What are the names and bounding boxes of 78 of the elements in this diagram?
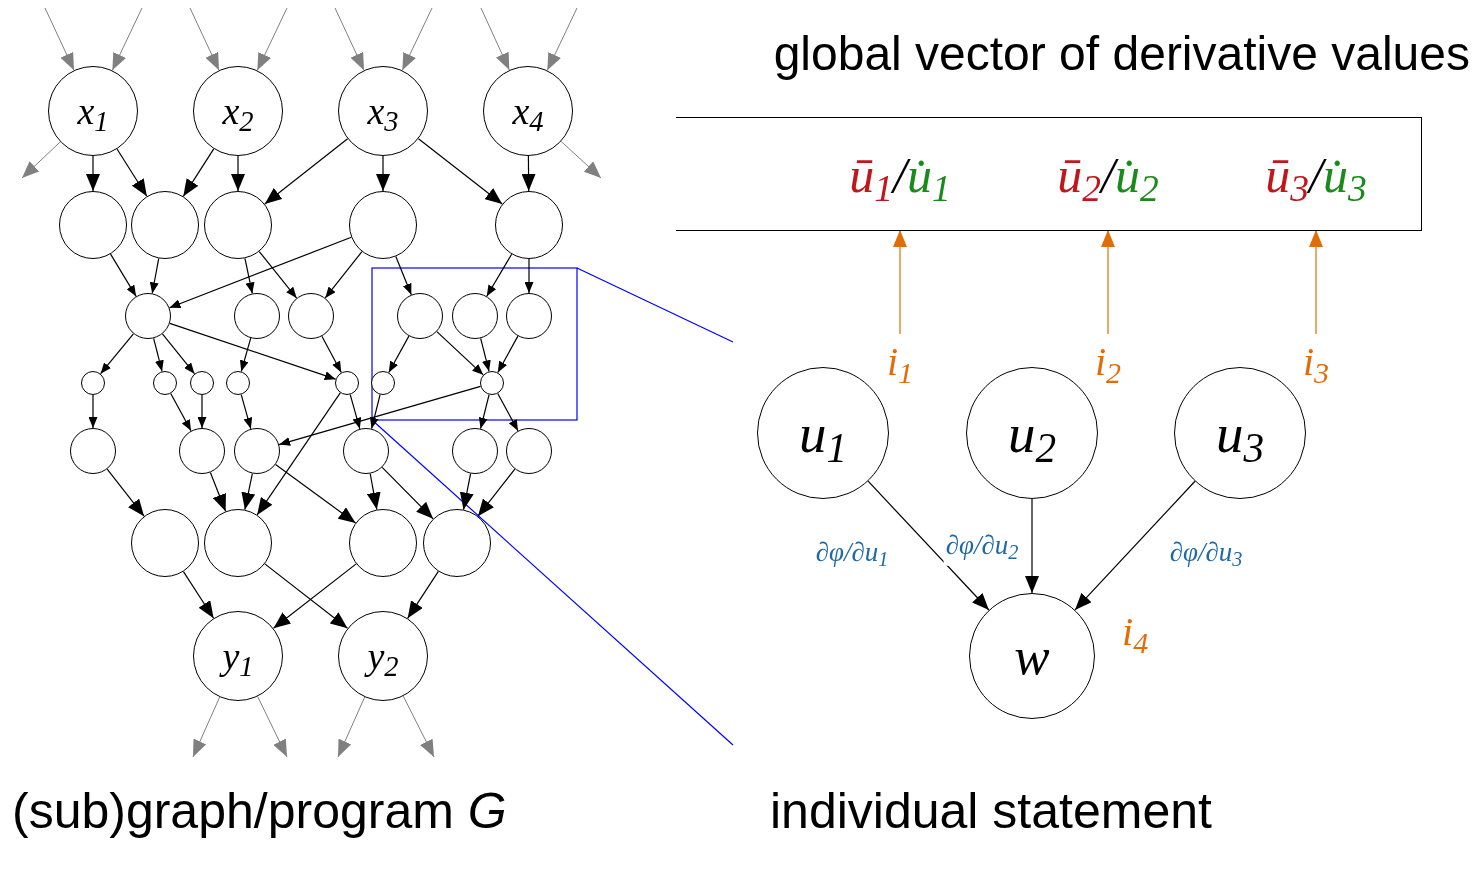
- arrow: [106, 468, 145, 517]
- arrow: [240, 472, 255, 511]
- variable-node: u$_{3}$: [1174, 367, 1306, 499]
- arrow: [272, 563, 357, 629]
- arrow: [436, 331, 484, 376]
- arrow: [381, 466, 434, 520]
- arrow: [244, 257, 255, 295]
- arrow: [240, 393, 253, 430]
- caption: individual statement: [770, 786, 1212, 836]
- arrow: [401, 7, 433, 71]
- arrow: [153, 337, 165, 372]
- arrow: [258, 250, 298, 299]
- arrow: [149, 257, 160, 294]
- arrow: [161, 333, 196, 375]
- vector-entry: ū$_{2}$/u̇$_{2}$: [1013, 119, 1203, 231]
- vector-entry: ū$_{3}$/u̇$_{3}$: [1221, 119, 1411, 231]
- arrow: [111, 7, 143, 71]
- arrow: [189, 7, 220, 71]
- vector-entry: ū$_{1}$/u̇$_{1}$: [805, 119, 995, 231]
- arrow: [349, 393, 362, 430]
- arrow: [239, 337, 252, 373]
- arrow: [257, 696, 288, 758]
- arrow: [367, 473, 382, 511]
- arrow: [256, 7, 288, 71]
- arrow: [274, 463, 357, 524]
- heading: global vector of derivative values: [773, 30, 1470, 78]
- arrow: [480, 337, 492, 372]
- arrow: [1074, 480, 1196, 611]
- arrow: [231, 155, 245, 192]
- arrow: [192, 696, 221, 758]
- arrow: [376, 155, 390, 192]
- arrow: [44, 7, 75, 71]
- arrow: [337, 696, 366, 758]
- arrow: [324, 251, 363, 299]
- arrow: [21, 141, 61, 179]
- arrow: [169, 322, 337, 381]
- arrow: [1101, 229, 1115, 335]
- arrow: [369, 394, 381, 430]
- arrow: [116, 148, 148, 197]
- variable-node: x$_{3}$: [338, 66, 428, 156]
- arrow: [110, 253, 137, 297]
- variable-node: x$_{1}$: [48, 66, 138, 156]
- variable-node: w: [969, 593, 1095, 719]
- arrow: [278, 385, 482, 447]
- caption: (sub)graph/program G: [12, 786, 507, 836]
- arrow: [893, 229, 907, 335]
- arrow: [264, 138, 349, 205]
- arrow: [86, 155, 100, 192]
- arrow: [1025, 498, 1039, 594]
- arrow: [546, 7, 578, 71]
- arrow: [524, 258, 534, 294]
- variable-node: y$_{2}$: [338, 611, 428, 701]
- arrow: [521, 155, 536, 192]
- arrow: [477, 468, 516, 517]
- arrow: [88, 394, 98, 429]
- arrow: [560, 140, 602, 179]
- arrow: [182, 148, 215, 197]
- arrow: [264, 563, 349, 629]
- arrow: [478, 394, 490, 430]
- variable-node: x$_{2}$: [193, 66, 283, 156]
- arrow: [100, 333, 134, 375]
- arrow: [486, 253, 513, 297]
- variable-node: u$_{1}$: [757, 367, 889, 499]
- index-label: i$_{4}$: [1122, 612, 1149, 652]
- arrow: [407, 570, 439, 619]
- arrow: [334, 7, 365, 71]
- variable-node: y$_{1}$: [193, 611, 283, 701]
- arrow: [197, 394, 207, 429]
- variable-node: u$_{2}$: [966, 367, 1098, 499]
- arrow: [459, 472, 474, 511]
- arrow: [417, 138, 503, 205]
- arrow: [867, 480, 990, 611]
- arrow: [256, 392, 341, 516]
- arrow: [480, 7, 510, 71]
- arrow: [402, 695, 435, 758]
- arrow: [1309, 229, 1323, 335]
- variable-node: x$_{4}$: [483, 66, 573, 156]
- arrow: [182, 570, 215, 619]
